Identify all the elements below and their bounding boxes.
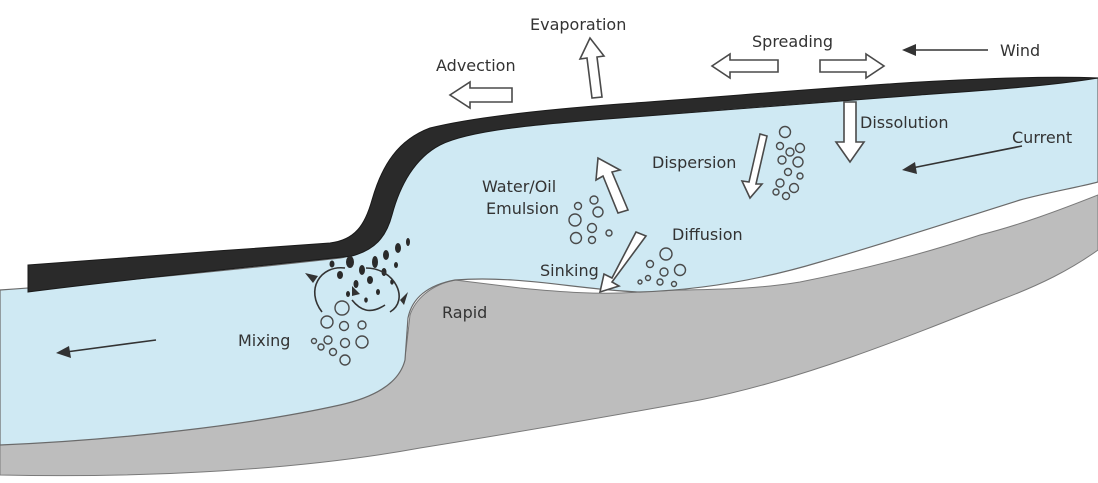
label-dispersion: Dispersion [652, 153, 736, 172]
spreading-left-arrow [710, 52, 779, 80]
emulsion-arrow [595, 156, 630, 214]
mixing-arrows [313, 267, 400, 313]
oil-slick [27, 76, 1098, 293]
advection-arrow [448, 80, 513, 110]
label-mixing: Mixing [238, 331, 290, 350]
label-advection: Advection [436, 56, 516, 75]
label-dissolution: Dissolution [860, 113, 948, 132]
label-wind: Wind [1000, 41, 1040, 60]
label-current: Current [1012, 128, 1072, 147]
spreading-right-arrow [819, 52, 886, 80]
label-evaporation: Evaporation [530, 15, 626, 34]
oil-droplets [329, 238, 410, 303]
wind-arrow [902, 44, 988, 56]
label-rapid: Rapid [442, 303, 487, 322]
label-emulsion-line1: Water/Oil [482, 177, 556, 196]
emulsion-bubbles [568, 195, 613, 245]
sinking-arrow [598, 230, 648, 294]
label-diffusion: Diffusion [672, 225, 743, 244]
diffusion-bubbles [637, 247, 687, 288]
dispersion-arrow [740, 132, 768, 200]
evaporation-arrow [578, 36, 606, 99]
dissolution-arrow [834, 101, 866, 164]
mixing-arrowheads [305, 273, 408, 305]
label-spreading: Spreading [752, 32, 833, 51]
flow-arrow [56, 339, 157, 358]
label-emulsion-line2: Emulsion [486, 199, 559, 218]
label-sinking: Sinking [540, 261, 599, 280]
mixing-bubbles [310, 300, 369, 366]
dissolution-bubbles [772, 125, 806, 201]
current-arrow [902, 145, 1023, 174]
